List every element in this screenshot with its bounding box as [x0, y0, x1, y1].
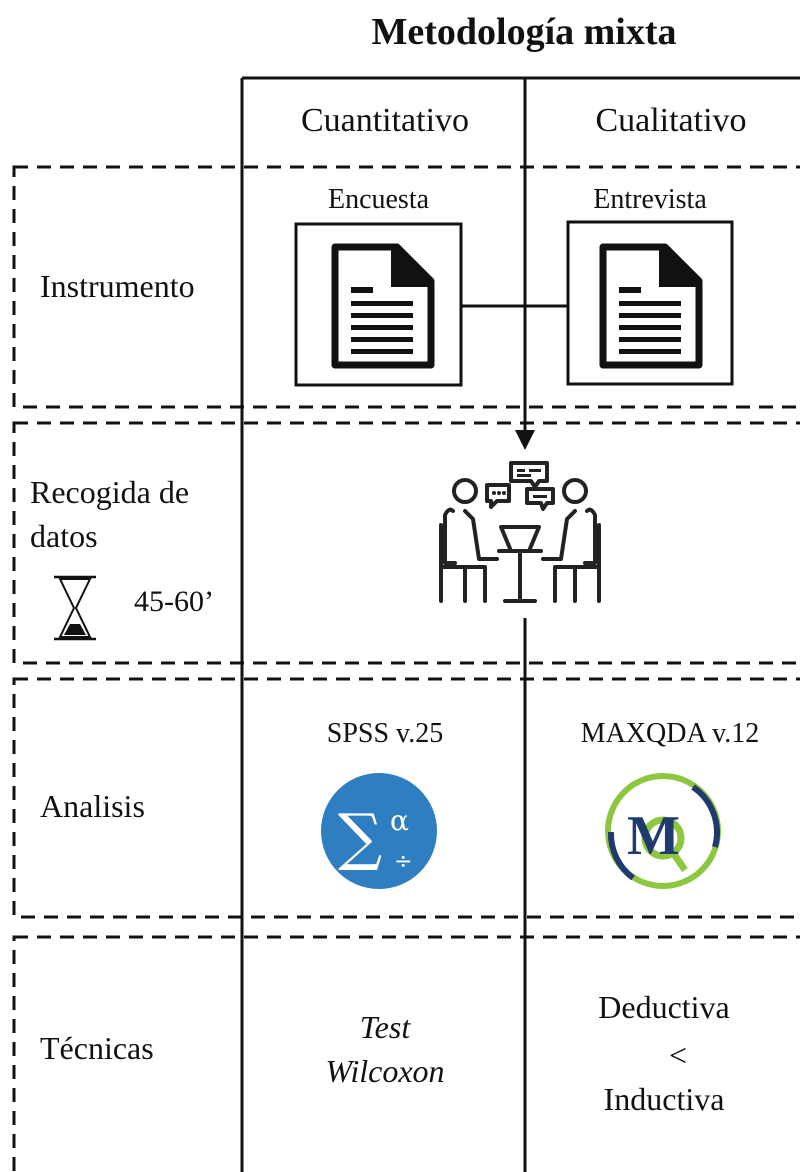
- center-arrowhead: [515, 430, 535, 450]
- row-box-tecnicas: [12, 935, 800, 1172]
- software-label-maxqda: MAXQDA v.12: [580, 718, 760, 749]
- column-header-quantitative: Cuantitativo: [300, 102, 470, 139]
- technique-wilcoxon: Wilcoxon: [325, 1053, 445, 1089]
- svg-text:÷: ÷: [394, 849, 412, 874]
- row-label-recogida-line1: Recogida de: [30, 474, 190, 510]
- row-box-recogida: [12, 421, 800, 665]
- technique-inductiva: Inductiva: [603, 1081, 725, 1117]
- row-box-instrumento: [12, 165, 800, 409]
- technique-less-than: <: [668, 1037, 688, 1073]
- duration-label: 45-60’: [134, 585, 214, 618]
- row-label-recogida-line2: datos: [30, 518, 98, 554]
- svg-text:α: α: [390, 804, 409, 837]
- meeting-interview-icon: [439, 461, 601, 603]
- row-label-instrumento: Instrumento: [40, 268, 195, 304]
- spss-logo: ∑ α ÷: [321, 773, 437, 889]
- document-icon: [331, 243, 435, 369]
- row-label-tecnicas: Técnicas: [40, 1030, 154, 1066]
- software-label-spss: SPSS v.25: [326, 718, 444, 749]
- row-label-analisis: Analisis: [40, 788, 145, 824]
- row-box-analisis: [12, 677, 800, 919]
- svg-text:∑: ∑: [338, 800, 382, 873]
- document-icon: [599, 243, 703, 369]
- svg-text:M: M: [627, 805, 680, 867]
- diagram-title: Metodología mixta: [371, 11, 677, 53]
- technique-deductiva: Deductiva: [598, 989, 730, 1025]
- maxqda-logo: M: [605, 773, 721, 889]
- instrument-label-encuesta: Encuesta: [327, 184, 430, 215]
- instrument-label-entrevista: Entrevista: [593, 184, 707, 215]
- technique-test: Test: [359, 1009, 411, 1045]
- hourglass-icon: [54, 575, 96, 641]
- column-header-qualitative: Cualitativo: [595, 102, 747, 139]
